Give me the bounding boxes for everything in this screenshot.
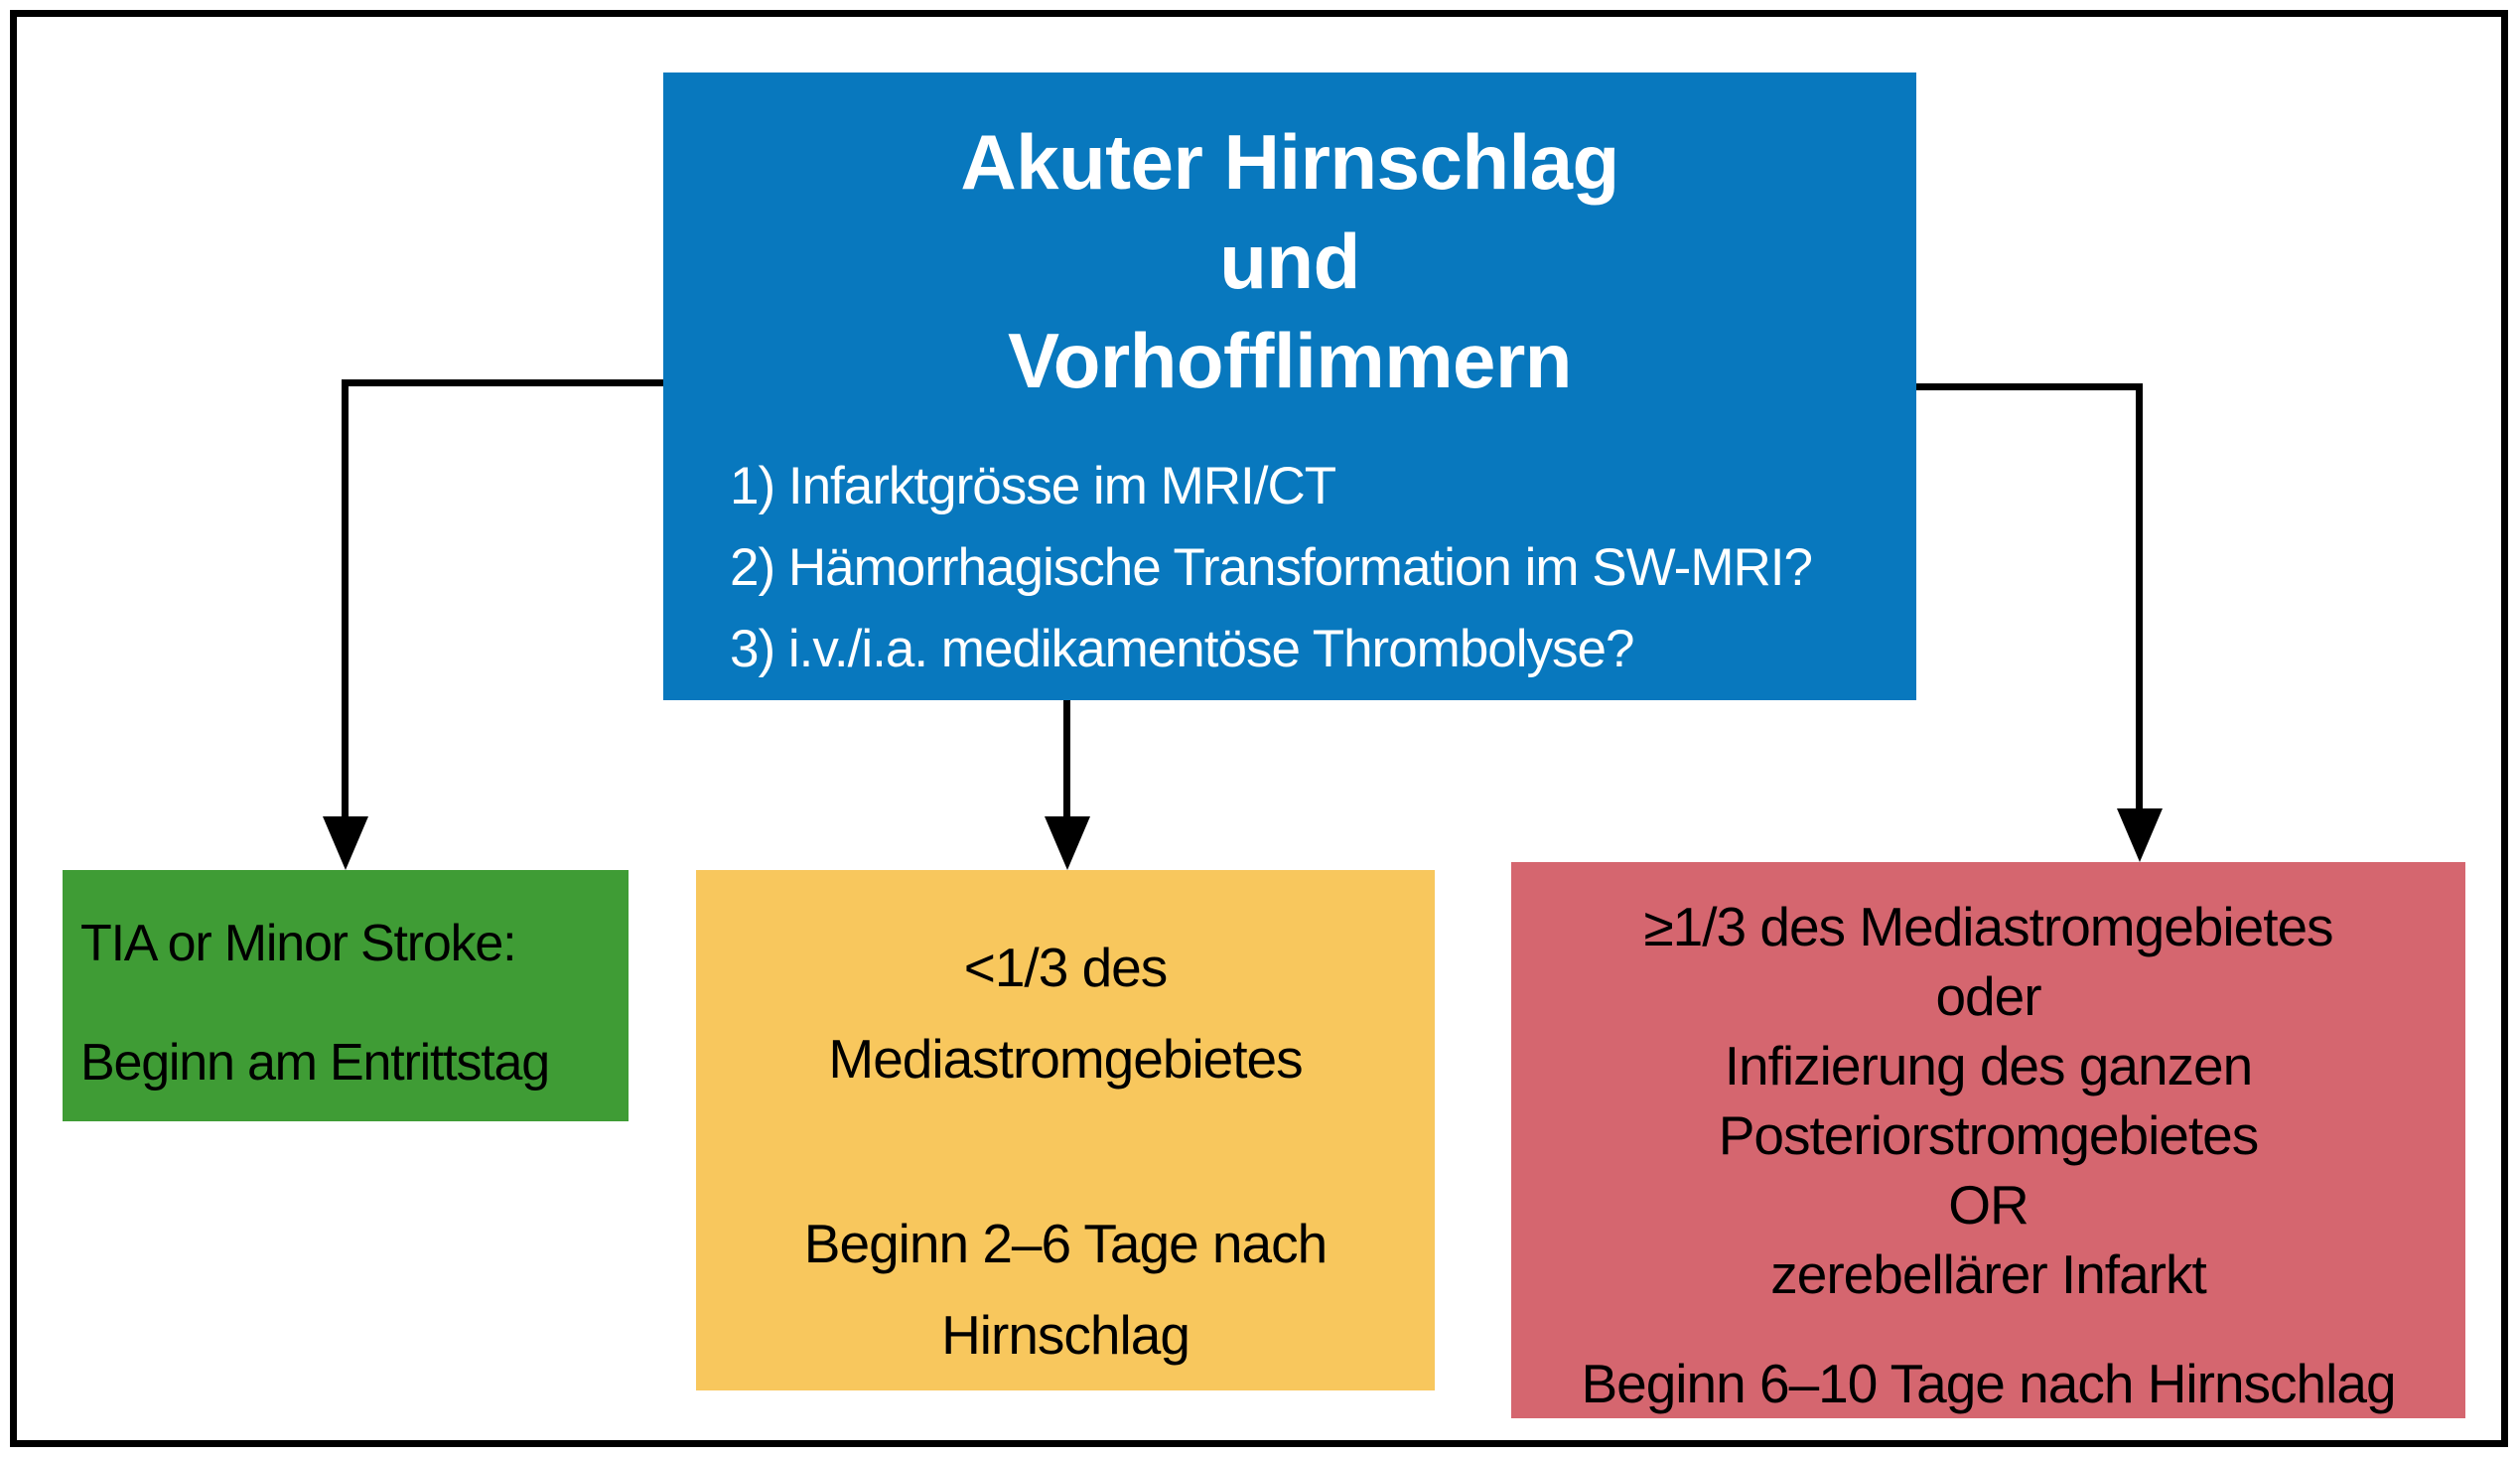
red-line-6: zerebellärer Infarkt (1770, 1243, 2207, 1305)
connector-left-vertical (342, 379, 349, 821)
red-line-4: Posteriorstromgebietes (1718, 1104, 2260, 1166)
yellow-line-3: Beginn 2–6 Tage nach (803, 1213, 1328, 1274)
green-line-2: Beginn am Entrittstag (80, 1034, 550, 1092)
yellow-line-1: <1/3 des (963, 937, 1169, 998)
red-line-7: Beginn 6–10 Tage nach Hirnschlag (1581, 1353, 2396, 1414)
red-line-2: oder (1935, 965, 2041, 1027)
criteria-item-1: 1) Infarktgrösse im MRI/CT (730, 457, 1336, 515)
root-criteria-list: 1) Infarktgrösse im MRI/CT 2) Hämorrhagi… (663, 446, 1916, 690)
root-title-line-3: Vorhofflimmern (1008, 317, 1572, 404)
branch-node-tia-minor-stroke: TIA or Minor Stroke: Beginn am Entrittst… (63, 870, 629, 1121)
criteria-item-2: 2) Hämorrhagische Transformation im SW-M… (730, 538, 1813, 597)
red-line-3: Infizierung des ganzen (1724, 1035, 2253, 1096)
outer-border (10, 10, 2508, 1447)
root-node-akuter-hirnschlag: Akuter Hirnschlag und Vorhofflimmern 1) … (663, 73, 1916, 700)
red-line-5: OR (1948, 1174, 2030, 1236)
connector-center-vertical (1063, 700, 1070, 819)
arrowhead-down-icon (323, 816, 368, 870)
connector-right-horizontal (1916, 383, 2143, 390)
root-title-line-2: und (1219, 218, 1360, 305)
branch-node-small-media-territory: <1/3 des Mediastromgebietes Beginn 2–6 T… (696, 870, 1435, 1390)
connector-right-vertical (2136, 383, 2143, 812)
root-title-line-1: Akuter Hirnschlag (960, 118, 1619, 206)
yellow-line-2: Mediastromgebietes (828, 1028, 1303, 1090)
connector-left-horizontal (342, 379, 663, 386)
arrowhead-down-icon (1045, 816, 1090, 870)
criteria-item-3: 3) i.v./i.a. medikamentöse Thrombolyse? (730, 620, 1635, 678)
yellow-line-4: Hirnschlag (941, 1304, 1190, 1366)
green-line-1: TIA or Minor Stroke: (80, 915, 517, 972)
arrowhead-down-icon (2117, 808, 2163, 862)
red-line-1: ≥1/3 des Mediastromgebietes (1643, 896, 2333, 957)
root-node-title: Akuter Hirnschlag und Vorhofflimmern (663, 73, 1916, 410)
branch-node-large-territory: ≥1/3 des Mediastromgebietes oder Infizie… (1511, 862, 2465, 1418)
